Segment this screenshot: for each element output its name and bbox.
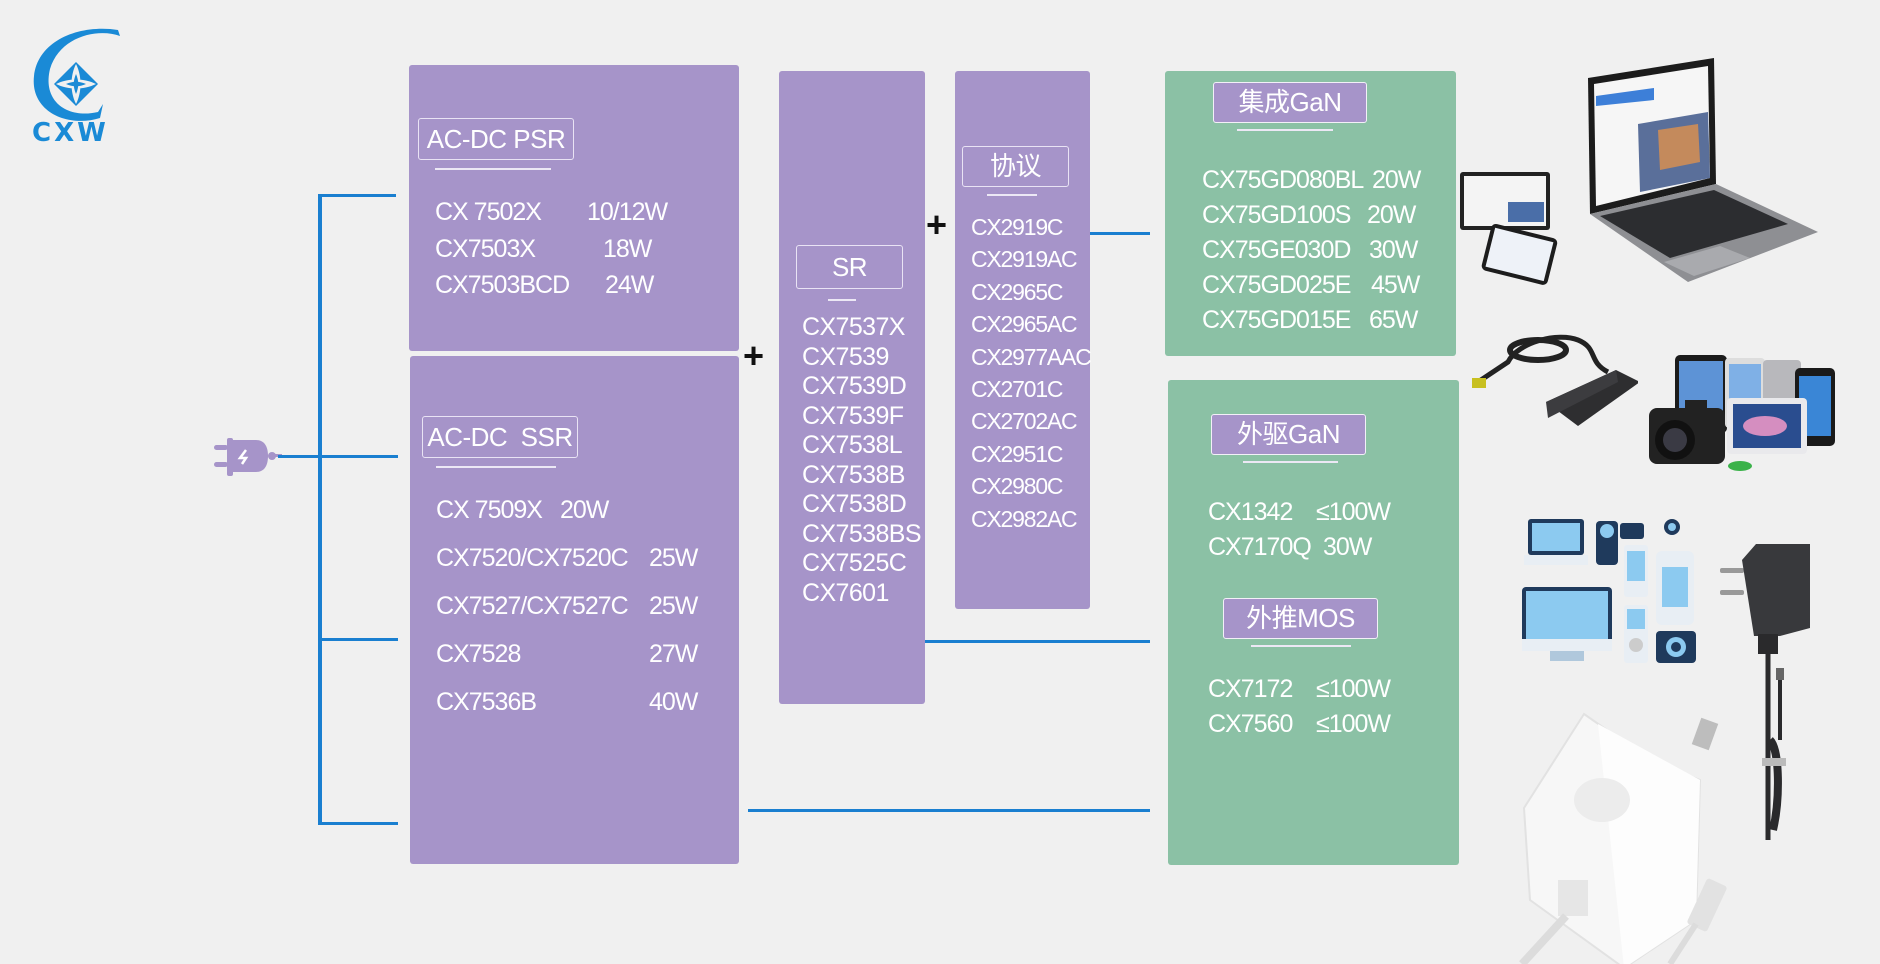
part-number: CX7170Q	[1208, 533, 1312, 561]
ssr-title: AC-DC SSR	[422, 416, 578, 458]
part-number: CX75GD100S	[1202, 201, 1351, 229]
title-underline	[1243, 461, 1338, 463]
protocol-box: 协议 CX2919C CX2919AC CX2965C CX2965AC CX2…	[955, 71, 1092, 609]
power-rating: 20W	[1372, 166, 1421, 194]
psr-box: AC-DC PSR CX 7502X 10/12W CX7503X 18W CX…	[409, 65, 739, 351]
part-number: CX7503BCD	[435, 271, 570, 299]
company-logo: CXW	[28, 24, 128, 154]
list-item: CX2701C	[971, 376, 1064, 403]
protocol-part-list: CX2919C CX2919AC CX2965C CX2965AC CX2977…	[971, 211, 1092, 535]
list-item: CX7539D	[802, 372, 907, 400]
usb-charger-image	[1500, 700, 1760, 964]
sr-part-list: CX7537X CX7539 CX7539D CX7539F CX7538L C…	[802, 313, 922, 608]
laptop-tablet-phone-image	[1458, 52, 1838, 292]
list-item: CX7539	[802, 342, 889, 371]
part-number: CX7503X	[435, 235, 536, 263]
title-underline	[1237, 129, 1333, 131]
connector-line	[925, 640, 1150, 643]
connector-line	[318, 194, 396, 197]
integrated-gan-title: 集成GaN	[1213, 82, 1367, 123]
list-item: CX2919AC	[971, 246, 1078, 273]
sr-box: SR CX7537X CX7539 CX7539D CX7539F CX7538…	[779, 71, 925, 704]
power-rating: 30W	[1369, 236, 1418, 264]
power-rating: 65W	[1369, 306, 1418, 334]
wall-adapter-image	[1718, 540, 1818, 840]
connector-line	[1090, 232, 1150, 235]
power-rating: ≤100W	[1316, 498, 1391, 526]
plus-sign: +	[926, 204, 948, 245]
psr-title: AC-DC PSR	[418, 118, 574, 160]
part-number: CX7560	[1208, 710, 1293, 738]
connector-line	[318, 194, 322, 825]
part-number: CX7520/CX7520C	[436, 544, 629, 572]
title-underline	[828, 299, 856, 301]
title-underline	[987, 194, 1037, 196]
device-icons-illustration	[1520, 515, 1705, 675]
power-rating: 20W	[560, 496, 609, 524]
power-rating: 40W	[649, 688, 698, 716]
external-gan-title: 外驱GaN	[1211, 414, 1366, 455]
title-underline	[1251, 645, 1351, 647]
list-item: CX2965AC	[971, 311, 1078, 338]
power-rating: 25W	[649, 592, 698, 620]
power-rating: 25W	[649, 544, 698, 572]
part-number: CX75GD080BL	[1202, 166, 1364, 194]
power-rating: 20W	[1367, 201, 1416, 229]
power-rating: ≤100W	[1316, 675, 1391, 703]
sr-title: SR	[796, 245, 903, 289]
part-number: CX 7509X	[436, 496, 543, 524]
list-item: CX2980C	[971, 473, 1064, 500]
title-underline	[435, 168, 551, 170]
external-mos-title: 外推MOS	[1223, 598, 1378, 639]
list-item: CX7539F	[802, 401, 904, 430]
list-item: CX2951C	[971, 440, 1064, 467]
power-rating: 30W	[1323, 533, 1372, 561]
connector-line	[320, 822, 398, 825]
power-rating: 45W	[1371, 271, 1420, 299]
consumer-devices-image	[1645, 350, 1860, 485]
list-item: CX2919C	[971, 214, 1064, 240]
list-item: CX2965C	[971, 278, 1064, 305]
protocol-title: 协议	[962, 146, 1069, 187]
part-number: CX 7502X	[435, 198, 542, 226]
list-item: CX2982AC	[971, 505, 1078, 532]
list-item: CX7538BS	[802, 519, 922, 548]
list-item: CX2977AAC	[971, 343, 1092, 370]
part-number: CX7527/CX7527C	[436, 592, 629, 620]
logo-emblem-icon	[33, 28, 120, 121]
title-underline	[436, 466, 556, 468]
part-number: CX7536B	[436, 688, 537, 716]
part-number: CX7172	[1208, 675, 1293, 703]
part-number: CX75GD015E	[1202, 306, 1351, 334]
connector-line	[320, 638, 398, 641]
power-plug-icon	[212, 434, 282, 480]
power-rating: 18W	[603, 235, 652, 263]
power-rating: 27W	[649, 640, 698, 668]
list-item: CX7525C	[802, 549, 907, 577]
list-item: CX7538B	[802, 460, 905, 489]
part-number: CX75GE030D	[1202, 236, 1351, 264]
list-item: CX7537X	[802, 313, 905, 341]
part-number: CX7528	[436, 640, 521, 668]
integrated-gan-box: 集成GaN CX75GD080BL 20W CX75GD100S 20W CX7…	[1165, 71, 1456, 356]
list-item: CX7601	[802, 578, 889, 607]
part-number: CX1342	[1208, 498, 1293, 526]
list-item: CX7538D	[802, 490, 907, 518]
logo-text: CXW	[32, 118, 109, 148]
ssr-box: AC-DC SSR CX 7509X 20W CX7520/CX7520C 25…	[410, 356, 739, 864]
list-item: CX7538L	[802, 431, 903, 459]
power-rating: 10/12W	[587, 198, 668, 226]
connector-line	[278, 455, 398, 458]
laptop-adapter-image	[1468, 322, 1640, 432]
power-rating: 24W	[605, 271, 654, 299]
list-item: CX2702AC	[971, 408, 1078, 435]
plus-sign: +	[743, 335, 765, 376]
part-number: CX75GD025E	[1202, 271, 1351, 299]
power-rating: ≤100W	[1316, 710, 1391, 738]
connector-line	[748, 809, 1150, 812]
external-driver-box: 外驱GaN CX1342 ≤100W CX7170Q 30W 外推MOS CX7…	[1168, 380, 1459, 865]
